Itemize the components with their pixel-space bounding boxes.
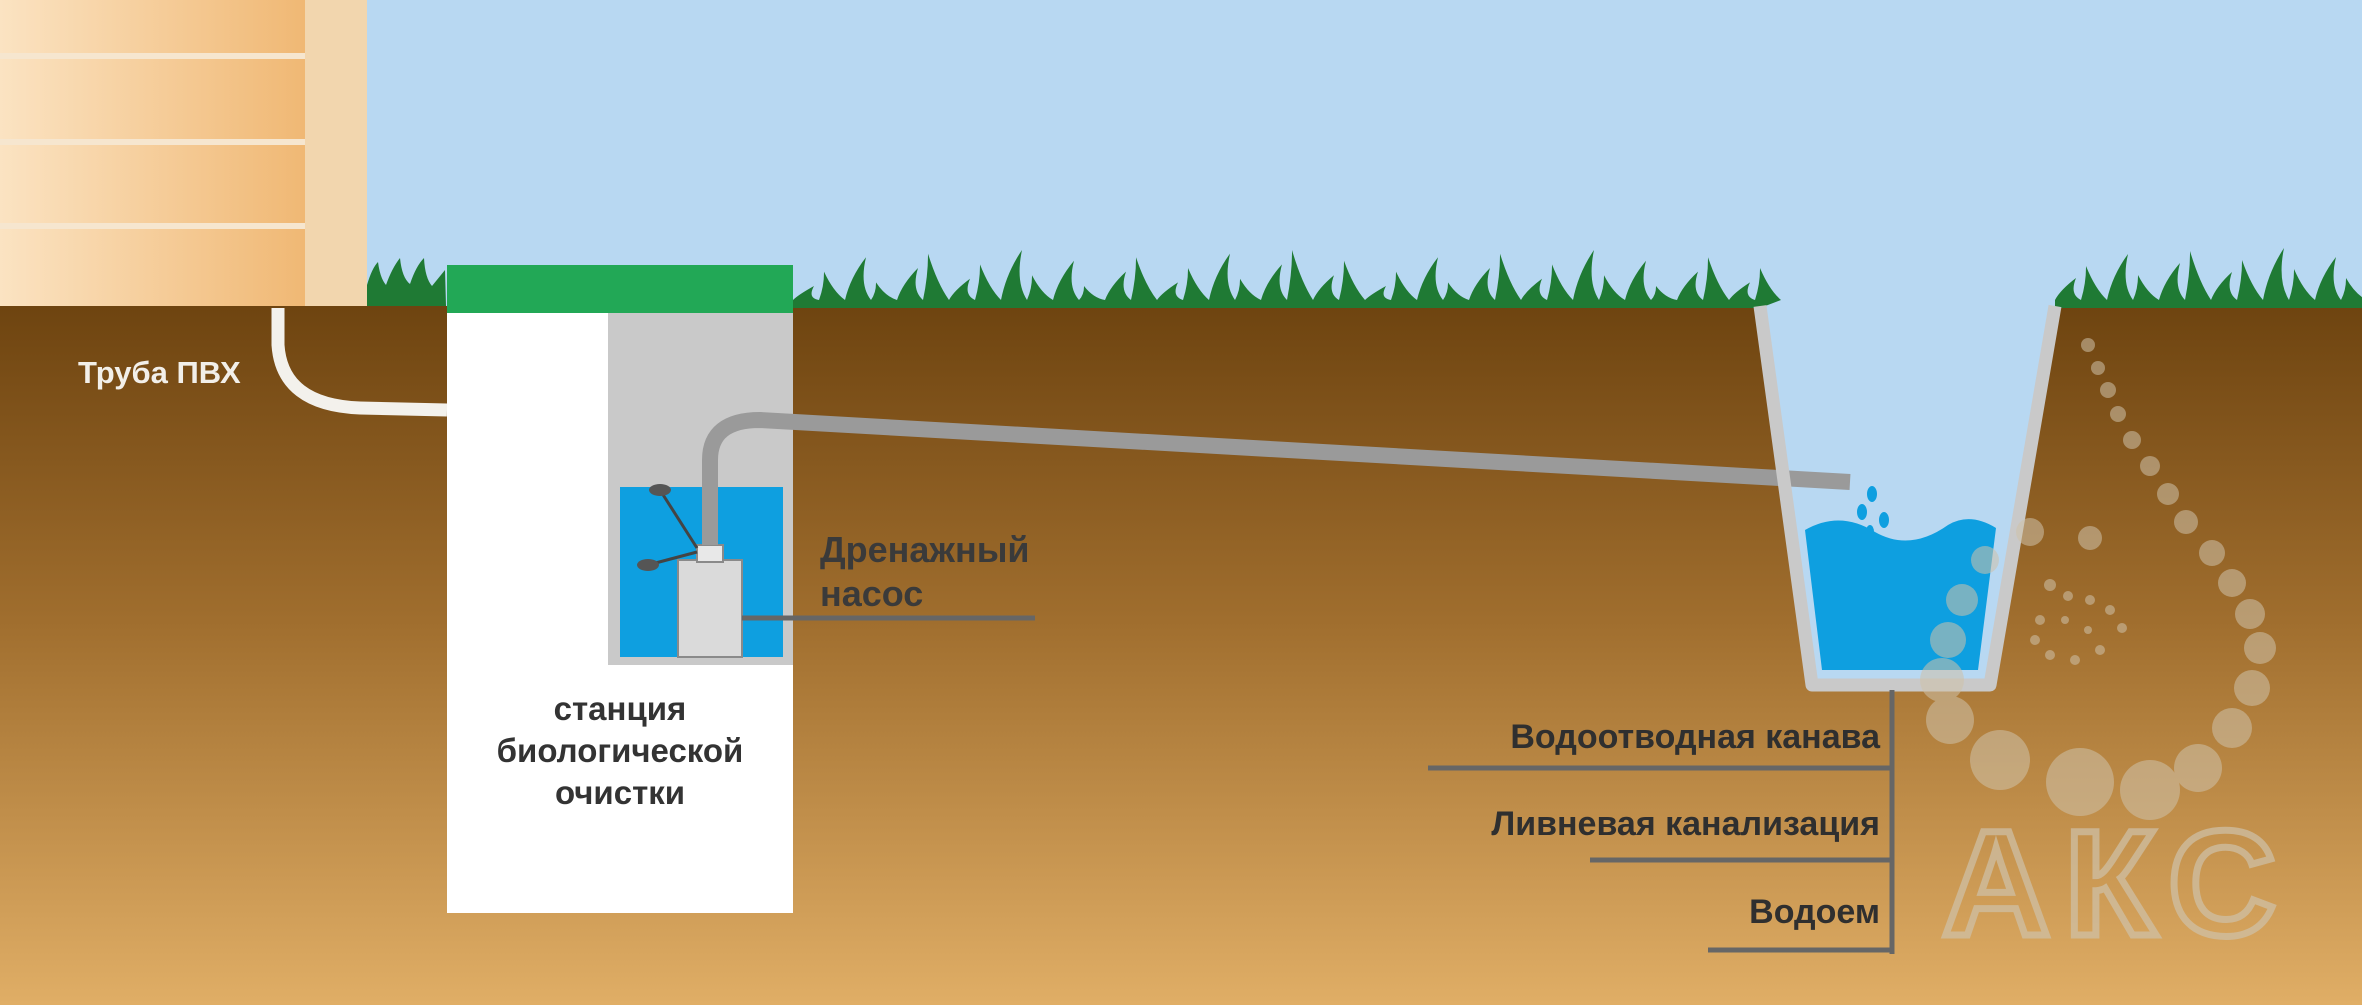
label-drainage-ditch: Водоотводная канава — [1510, 718, 1880, 756]
label-pump-line2: насос — [820, 573, 924, 614]
label-storm-sewer: Ливневая канализация — [1491, 805, 1880, 843]
label-pump-line1: Дренажный — [820, 529, 1030, 570]
station-lid — [447, 265, 793, 313]
watermark-dot — [1930, 622, 1966, 658]
watermark-dot — [2044, 579, 2056, 591]
watermark-dot — [2157, 483, 2179, 505]
pvc-pipe — [271, 308, 448, 417]
grass-middle — [793, 250, 1781, 308]
watermark-dot — [2105, 605, 2115, 615]
watermark-dot — [1970, 730, 2030, 790]
watermark-circles — [1920, 338, 2276, 820]
watermark-dot — [2140, 456, 2160, 476]
water-drops — [1857, 486, 1889, 539]
house-wall — [0, 0, 367, 306]
watermark-dot — [2085, 595, 2095, 605]
label-station-line2: биологической — [496, 732, 744, 769]
label-drainage-pump: Дренажный насос — [820, 528, 1080, 616]
watermark-dot — [2120, 760, 2180, 820]
watermark-dot — [2046, 748, 2114, 816]
watermark-dot — [2117, 623, 2127, 633]
watermark-dot — [2218, 569, 2246, 597]
watermark-dot — [2199, 540, 2225, 566]
grass-right — [2055, 248, 2362, 308]
watermark-dot — [1946, 584, 1978, 616]
watermark-text: АКС — [1942, 799, 2290, 967]
label-station-line3: очистки — [554, 774, 686, 811]
watermark-dot — [2061, 616, 2069, 624]
label-leader-lines — [1428, 690, 1895, 954]
watermark-dot — [2123, 431, 2141, 449]
sky — [0, 0, 2362, 310]
watermark-dot — [2100, 382, 2116, 398]
outflow-pipe — [702, 412, 1851, 545]
watermark-dot — [2078, 526, 2102, 550]
watermark-dot — [2212, 708, 2252, 748]
label-pvc-pipe: Труба ПВХ — [78, 355, 241, 390]
label-treatment-station: станция биологической очистки — [447, 688, 793, 814]
watermark-dot — [2030, 635, 2040, 645]
watermark-dot — [2235, 599, 2265, 629]
watermark-dot — [2081, 338, 2095, 352]
watermark-dot — [2084, 626, 2092, 634]
watermark-dot — [2070, 655, 2080, 665]
float-switch-lower — [637, 559, 659, 571]
watermark-dot — [2234, 670, 2270, 706]
label-pond: Водоем — [1749, 893, 1880, 931]
watermark-dot — [2045, 650, 2055, 660]
watermark-dot — [2244, 632, 2276, 664]
label-station-line1: станция — [553, 690, 687, 727]
watermark-dot — [2016, 518, 2044, 546]
float-switch-upper — [649, 484, 671, 496]
grass-left — [367, 258, 446, 306]
drainage-pump — [677, 559, 743, 658]
ditch-lining — [1753, 304, 2062, 692]
watermark-dot — [1926, 696, 1974, 744]
watermark-dot — [2035, 615, 2045, 625]
watermark-dot — [2174, 510, 2198, 534]
watermark-dot — [1971, 546, 1999, 574]
watermark-dot — [1920, 658, 1964, 702]
watermark-dot — [2063, 591, 2073, 601]
watermark-dot — [2174, 744, 2222, 792]
watermark-dot — [2095, 645, 2105, 655]
watermark-dot — [2110, 406, 2126, 422]
treatment-station — [447, 265, 793, 913]
watermark-dot — [2091, 361, 2105, 375]
